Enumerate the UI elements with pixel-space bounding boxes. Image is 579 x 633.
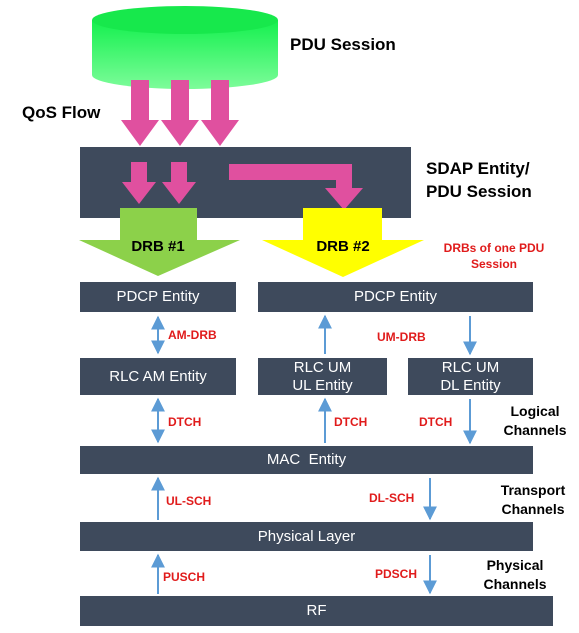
dl-sch-label: DL-SCH xyxy=(369,491,415,505)
physical-channels-line2: Channels xyxy=(483,576,547,592)
rlc-um-ul-line1: RLC UM xyxy=(293,358,352,376)
mac-entity: MAC Entity xyxy=(80,446,533,474)
am-drb-label: AM-DRB xyxy=(168,328,217,342)
physical-layer: Physical Layer xyxy=(80,522,533,551)
sdap-entity-label-line1: SDAP Entity/ xyxy=(426,159,530,178)
drb1-label: DRB #1 xyxy=(131,238,185,255)
pusch-label: PUSCH xyxy=(163,570,206,584)
rlc-am-entity: RLC AM Entity xyxy=(80,358,236,395)
physical-channels-line1: Physical xyxy=(486,557,544,573)
transport-channels-line2: Channels xyxy=(501,501,565,517)
pdcp-right-entity: PDCP Entity xyxy=(258,282,533,312)
physical-channels-label: Physical Channels xyxy=(474,556,556,594)
qos-flow-arrow-2 xyxy=(161,80,199,146)
ul-sch-label: UL-SCH xyxy=(166,494,212,508)
rlc-um-dl-entity: RLC UM DL Entity xyxy=(408,358,533,395)
sdap-entity-label: SDAP Entity/ PDU Session xyxy=(426,157,532,203)
qos-flow-arrow-3 xyxy=(201,80,239,146)
dtch-mid-label: DTCH xyxy=(334,415,368,429)
qos-flow-arrows xyxy=(121,80,239,146)
link-arrows xyxy=(151,314,477,595)
pdsch-label: PDSCH xyxy=(375,567,418,581)
transport-channels-label: Transport Channels xyxy=(490,481,576,519)
sdap-arrow-1 xyxy=(122,162,156,204)
rf-layer: RF xyxy=(80,596,553,626)
drb2-label: DRB #2 xyxy=(316,238,370,255)
rlc-um-ul-entity: RLC UM UL Entity xyxy=(258,358,387,395)
rlc-um-dl-line1: RLC UM xyxy=(441,358,500,376)
logical-channels-line1: Logical xyxy=(510,403,560,419)
qos-flow-label: QoS Flow xyxy=(22,103,101,122)
drbs-note-line1: DRBs of one PDU xyxy=(443,241,545,255)
drb1-arrow xyxy=(79,208,240,276)
dtch-left-label: DTCH xyxy=(168,415,202,429)
dtch-right-label: DTCH xyxy=(419,415,453,429)
sdap-arrow-3 xyxy=(229,164,363,210)
transport-channels-line1: Transport xyxy=(500,482,566,498)
logical-channels-label: Logical Channels xyxy=(494,402,576,440)
qos-flow-arrow-1 xyxy=(121,80,159,146)
sdap-arrow-2 xyxy=(162,162,196,204)
um-drb-label: UM-DRB xyxy=(377,330,426,344)
sdap-entity-label-line2: PDU Session xyxy=(426,182,532,201)
pdu-session-title: PDU Session xyxy=(290,35,396,54)
rlc-um-dl-line2: DL Entity xyxy=(440,376,501,394)
pdu-session-cylinder xyxy=(92,6,278,89)
drb2-arrow xyxy=(262,208,424,277)
rlc-um-ul-line2: UL Entity xyxy=(292,376,353,394)
drbs-note: DRBs of one PDU Session xyxy=(434,240,554,272)
logical-channels-line2: Channels xyxy=(503,422,567,438)
drbs-note-line2: Session xyxy=(470,257,518,271)
sdap-mapping-arrows xyxy=(122,162,363,210)
pdcp-left-entity: PDCP Entity xyxy=(80,282,236,312)
